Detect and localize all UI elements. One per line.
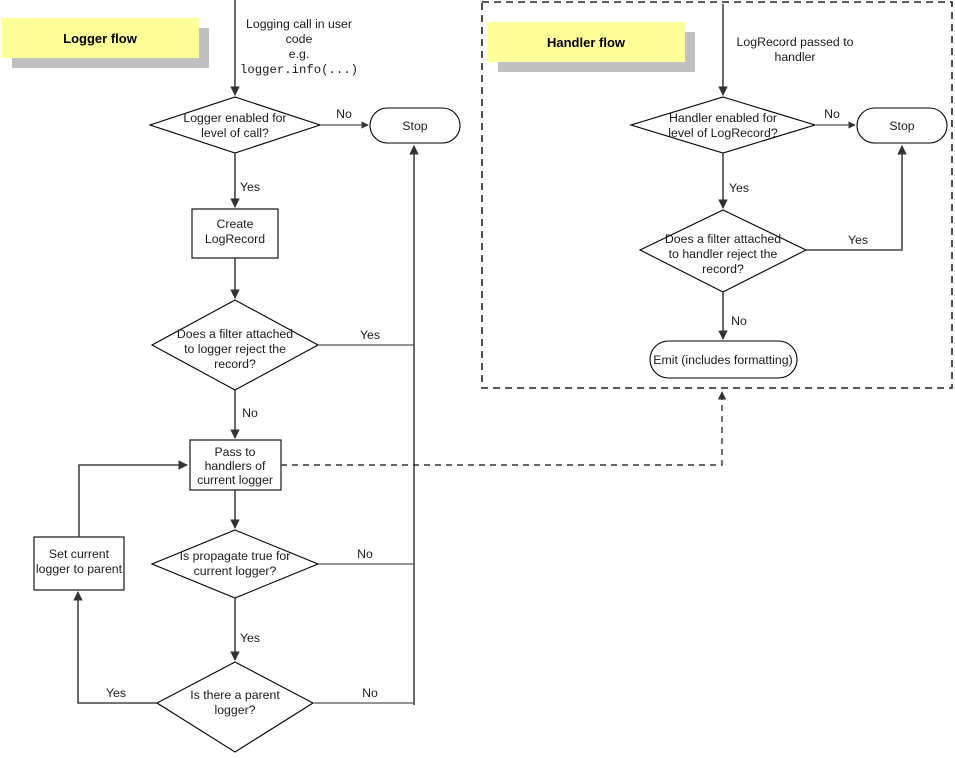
process-shape bbox=[33, 536, 125, 591]
node-line-3: record? bbox=[702, 262, 744, 276]
node-line-1: Pass to bbox=[214, 445, 255, 459]
edge-set-parent-loopback bbox=[78, 460, 188, 537]
node-handler-filter: Does a filter attached to handler reject… bbox=[638, 209, 808, 293]
node-line-2: LogRecord bbox=[205, 232, 265, 246]
node-line-3: current logger bbox=[197, 473, 273, 487]
decision-shape bbox=[155, 661, 315, 753]
terminator-shape bbox=[649, 340, 798, 379]
node-line-1: Does a filter attached bbox=[177, 327, 293, 341]
node-set-parent: Set current logger to parent bbox=[33, 536, 125, 591]
node-line-1: Create bbox=[217, 217, 254, 231]
entry-line-2: handler bbox=[774, 50, 815, 64]
node-line-2: logger to parent bbox=[36, 562, 123, 576]
logger-entry-annotation: Logging call in user code e.g. logger.in… bbox=[240, 17, 358, 77]
edge-label-handler-enabled-yes: Yes bbox=[729, 181, 749, 195]
node-line-1: Is propagate true for bbox=[180, 549, 291, 563]
edge-label-logger-enabled-no: No bbox=[336, 107, 352, 121]
node-line-1: Does a filter attached bbox=[665, 232, 781, 246]
process-shape bbox=[191, 208, 279, 259]
banner-background bbox=[2, 18, 199, 58]
node-logger-filter: Does a filter attached to logger reject … bbox=[150, 299, 320, 391]
edge-pass-to-handler-flow bbox=[281, 391, 727, 466]
node-line-2: level of call? bbox=[201, 126, 269, 140]
edge-label-handler-filter-no: No bbox=[731, 314, 747, 328]
node-create-logrecord: Create LogRecord bbox=[191, 208, 279, 259]
edge-label-parent-yes: Yes bbox=[106, 686, 126, 700]
terminator-shape bbox=[856, 107, 948, 144]
entry-line-2: code bbox=[286, 32, 313, 46]
edge-label-logger-filter-no: No bbox=[242, 406, 258, 420]
node-line-3: record? bbox=[214, 357, 256, 371]
edge-handler-filter-yes bbox=[806, 145, 907, 251]
entry-line-1: LogRecord passed to bbox=[737, 35, 854, 49]
decision-shape bbox=[629, 96, 817, 154]
node-line-2: current logger? bbox=[194, 564, 277, 578]
node-emit: Emit (includes formatting) bbox=[649, 340, 798, 379]
edge-label-propagate-no: No bbox=[357, 547, 373, 561]
node-line-1: Set current bbox=[49, 547, 110, 561]
node-line-1: Stop bbox=[402, 119, 427, 133]
edge-label-handler-filter-yes: Yes bbox=[848, 233, 868, 247]
entry-code: logger.info(...) bbox=[240, 63, 358, 77]
handler-entry-annotation: LogRecord passed to handler bbox=[737, 35, 854, 64]
edge-parent-yes bbox=[73, 591, 157, 704]
entry-line-3: e.g. bbox=[289, 47, 310, 61]
banner-label-handler: Handler flow bbox=[547, 35, 626, 50]
edge-label-parent-no: No bbox=[362, 686, 378, 700]
node-logger-enabled: Logger enabled for level of call? bbox=[148, 96, 322, 154]
handler-flow-container bbox=[481, 1, 953, 389]
node-line-1: Is there a parent bbox=[190, 688, 280, 702]
node-line-2: to logger reject the bbox=[184, 342, 286, 356]
edge-label-logger-filter-yes: Yes bbox=[360, 328, 380, 342]
node-line-1: Handler enabled for bbox=[669, 111, 777, 125]
node-handler-enabled: Handler enabled for level of LogRecord? bbox=[629, 96, 817, 154]
node-line-2: to handler reject the bbox=[669, 247, 778, 261]
banner-handler-flow: Handler flow bbox=[488, 22, 695, 72]
decision-shape bbox=[148, 96, 322, 154]
terminator-shape bbox=[369, 107, 461, 144]
node-line-2: level of LogRecord? bbox=[668, 126, 778, 140]
node-line-1: Emit (includes formatting) bbox=[653, 353, 792, 367]
banner-logger-flow: Logger flow bbox=[2, 18, 209, 68]
banner-label-logger: Logger flow bbox=[63, 31, 138, 46]
banner-background bbox=[488, 22, 685, 62]
node-parent-logger: Is there a parent logger? bbox=[155, 661, 315, 753]
edge-label-propagate-yes: Yes bbox=[240, 631, 260, 645]
edge-label-logger-enabled-yes: Yes bbox=[240, 180, 260, 194]
node-handler-stop: Stop bbox=[856, 107, 948, 144]
edge-label-handler-enabled-no: No bbox=[824, 107, 840, 121]
node-pass-to-handlers: Pass to handlers of current logger bbox=[189, 439, 282, 491]
node-line-1: Logger enabled for bbox=[183, 111, 286, 125]
node-line-2: logger? bbox=[214, 703, 255, 717]
node-line-1: Stop bbox=[889, 119, 914, 133]
entry-line-1: Logging call in user bbox=[246, 17, 352, 31]
node-logger-stop: Stop bbox=[369, 107, 461, 144]
node-line-2: handlers of bbox=[205, 459, 266, 473]
node-propagate: Is propagate true for current logger? bbox=[150, 529, 320, 599]
